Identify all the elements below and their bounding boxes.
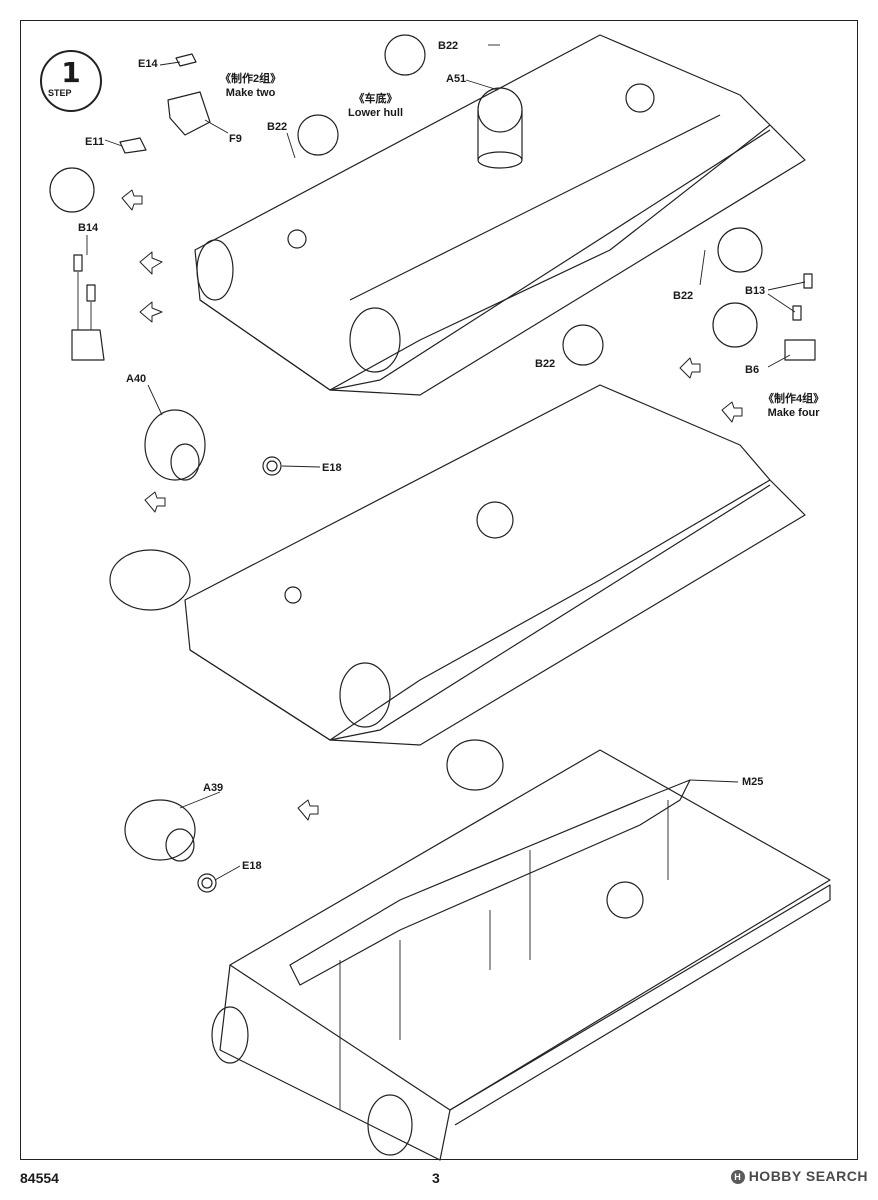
watermark-text: HOBBY SEARCH — [748, 1168, 868, 1184]
lower-chassis-outline — [211, 749, 831, 1161]
part-label-a51: A51 — [446, 73, 467, 85]
step-number: 1 — [61, 56, 81, 89]
note-lower-hull: 《车底》 Lower hull — [348, 92, 403, 120]
note-make-two: 《制作2组》 Make two — [220, 72, 281, 100]
part-label-e18: E18 — [322, 462, 342, 474]
step-badge: 1 STEP — [40, 50, 102, 112]
sprocket-assembly-a39 — [124, 799, 217, 893]
part-label-e11: E11 — [85, 136, 104, 148]
note-lower-hull-cn: 《车底》 — [353, 93, 398, 105]
page-number: 3 — [432, 1170, 440, 1186]
part-label-e18: E18 — [242, 860, 262, 872]
part-label-b6: B6 — [745, 364, 760, 376]
step-word: STEP — [48, 88, 72, 98]
leader-lines — [77, 44, 806, 1110]
hobby-search-logo-icon: H — [730, 1170, 745, 1184]
part-label-b22: B22 — [438, 40, 459, 52]
part-label-a39: A39 — [203, 782, 224, 794]
part-label-a40: A40 — [126, 373, 147, 385]
part-label-b13: B13 — [745, 285, 766, 297]
part-label-b22: B22 — [267, 121, 288, 133]
note-make-two-cn: 《制作2组》 — [220, 73, 282, 85]
detail-bubbles — [49, 34, 763, 366]
note-make-four-cn: 《制作4组》 — [763, 393, 825, 405]
part-label-f9: F9 — [229, 133, 242, 145]
part-label-m25: M25 — [742, 776, 764, 788]
direction-arrows — [121, 189, 743, 821]
part-label-b22: B22 — [673, 290, 694, 302]
part-label-e14: E14 — [138, 58, 158, 70]
catalog-number: 84554 — [20, 1170, 59, 1186]
sprocket-assembly-a40 — [144, 409, 282, 481]
part-label-b22: B22 — [535, 358, 556, 370]
note-make-four-en: Make four — [767, 407, 820, 419]
bracket-assembly-e14-f9 — [119, 53, 211, 154]
upper-hull-outline — [194, 34, 806, 396]
note-lower-hull-en: Lower hull — [348, 107, 403, 119]
middle-hull-outline — [109, 384, 806, 791]
part-label-b14: B14 — [78, 222, 99, 234]
b14-b13-parts — [71, 254, 816, 361]
note-make-two-en: Make two — [225, 87, 276, 99]
note-make-four: 《制作4组》 Make four — [763, 392, 824, 420]
